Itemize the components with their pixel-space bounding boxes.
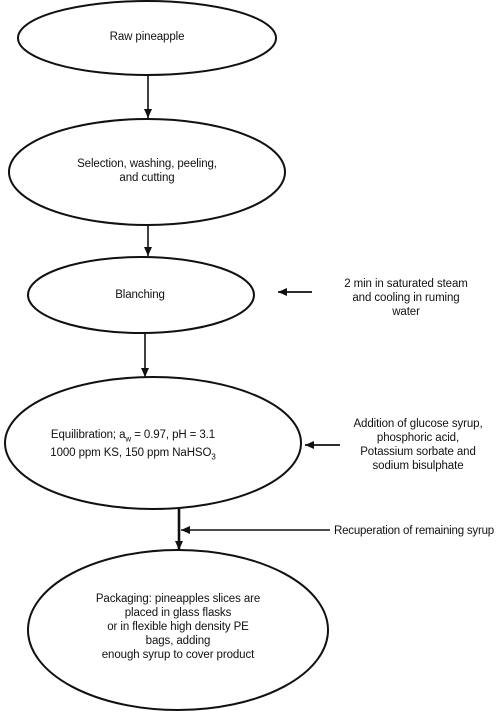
blanching-note: 2 min in saturated steam and cooling in …: [318, 277, 494, 319]
recuperation-note: Recuperation of remaining syrup: [334, 524, 500, 538]
blanching-line: Blanching: [115, 289, 165, 301]
additives-note-line-4: sodium bisulphate: [372, 460, 464, 472]
packaging-line-1: Packaging: pineapples slices are: [95, 593, 261, 605]
node-selection-label: Selection, washing, peeling, and cutting: [37, 157, 257, 185]
blanching-note-line-2: and cooling in ruming: [352, 292, 460, 304]
raw-pineapple-line: Raw pineapple: [109, 31, 185, 43]
node-raw-pineapple-label: Raw pineapple: [47, 30, 247, 44]
equilibration-line-1: Equilibration; aw = 0.97, pH = 3.1: [23, 428, 243, 446]
packaging-line-3: or in flexible high density PE: [107, 621, 249, 633]
node-equilibration-shape: [4, 376, 302, 510]
node-packaging-label: Packaging: pineapples slices are placed …: [68, 592, 288, 662]
selection-line-1: Selection, washing, peeling,: [77, 158, 217, 170]
packaging-line-5: enough syrup to cover product: [101, 649, 255, 661]
selection-line-2: and cutting: [119, 172, 175, 184]
packaging-line-2: placed in glass flasks: [124, 607, 232, 619]
blanching-note-line-3: water: [392, 306, 420, 318]
equilibration-line-2: 1000 ppm KS, 150 ppm NaHSO3: [23, 446, 243, 464]
equilibration-line-2-prefix: 1000 ppm KS, 150 ppm NaHSO: [50, 447, 212, 460]
additives-note: Addition of glucose syrup, phosphoric ac…: [336, 417, 500, 473]
equilibration-nahso3-subscript: 3: [211, 452, 216, 462]
additives-note-line-1: Addition of glucose syrup,: [353, 418, 483, 430]
equilibration-aw-subscript: w: [125, 434, 132, 444]
node-equilibration-label: Equilibration; aw = 0.97, pH = 3.1 1000 …: [23, 428, 243, 465]
node-raw-pineapple-shape: [17, 0, 277, 76]
node-selection-shape: [8, 118, 286, 226]
node-blanching-label: Blanching: [60, 288, 220, 302]
packaging-line-4: bags, adding: [145, 635, 211, 647]
node-blanching-shape: [27, 256, 255, 334]
equilibration-line-1-prefix: Equilibration; a: [50, 429, 126, 441]
additives-note-line-3: Potassium sorbate and: [360, 446, 476, 458]
blanching-note-line-1: 2 min in saturated steam: [344, 278, 468, 290]
additives-note-line-2: phosphoric acid,: [376, 432, 460, 444]
equilibration-line-1-suffix: = 0.97, pH = 3.1: [131, 429, 216, 441]
recuperation-note-line-1: Recuperation of remaining syrup: [334, 525, 494, 537]
